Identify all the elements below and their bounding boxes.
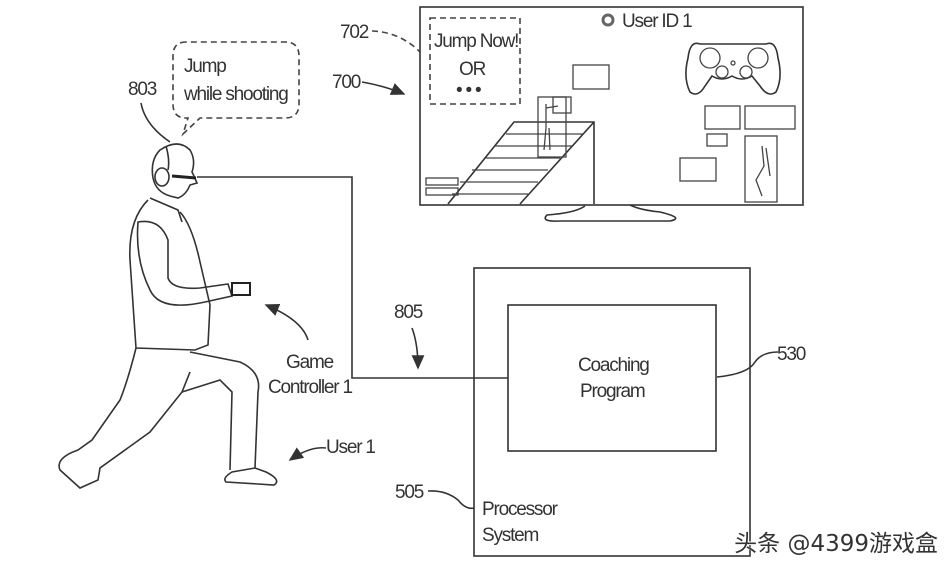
gamepad-icon: [685, 42, 781, 95]
hint-box: [429, 17, 521, 105]
game-controller-label-1: Game: [286, 352, 334, 373]
processor-label-1: Processor: [482, 499, 559, 520]
ref-505-leader: [427, 490, 475, 510]
ref-700: 700: [332, 72, 361, 93]
hint-line-2: OR: [459, 59, 486, 80]
display-monitor: Jump Now! OR • • • User ID 1: [419, 6, 804, 222]
controller-arrow: [264, 304, 309, 341]
speech-bubble: Jump while shooting: [172, 41, 300, 137]
watermark: 头条 @4399游戏盒: [734, 531, 938, 557]
ref-805: 805: [394, 302, 423, 323]
processor-system-box: [473, 267, 751, 557]
ref-803-leader: [140, 102, 171, 143]
ref-530-leader: [716, 351, 779, 378]
user-id-label: User ID 1: [622, 11, 692, 32]
ref-702-leader: [371, 30, 421, 53]
game-controller-label-2: Controller 1: [268, 377, 352, 398]
coaching-program-box: [507, 304, 717, 452]
ref-505: 505: [395, 482, 424, 503]
user-arrow: [288, 446, 327, 461]
processor-label-2: System: [482, 525, 539, 546]
hint-line-3: • • •: [456, 80, 481, 101]
speech-line-1: Jump: [184, 56, 226, 77]
ref-805-arrow: [411, 327, 425, 370]
user-label: User 1: [326, 437, 375, 458]
ref-530: 530: [777, 344, 806, 365]
user-id-indicator-icon: [601, 13, 615, 27]
user-figure: [58, 143, 278, 489]
hint-line-1: Jump Now!: [434, 31, 518, 52]
coaching-label-2: Program: [580, 381, 645, 402]
speech-line-2: while shooting: [183, 84, 288, 105]
connection-cable: [197, 176, 508, 379]
ref-702: 702: [340, 22, 369, 43]
ref-803: 803: [128, 79, 157, 100]
ref-700-arrow: [361, 81, 406, 95]
coaching-label-1: Coaching: [578, 355, 649, 376]
